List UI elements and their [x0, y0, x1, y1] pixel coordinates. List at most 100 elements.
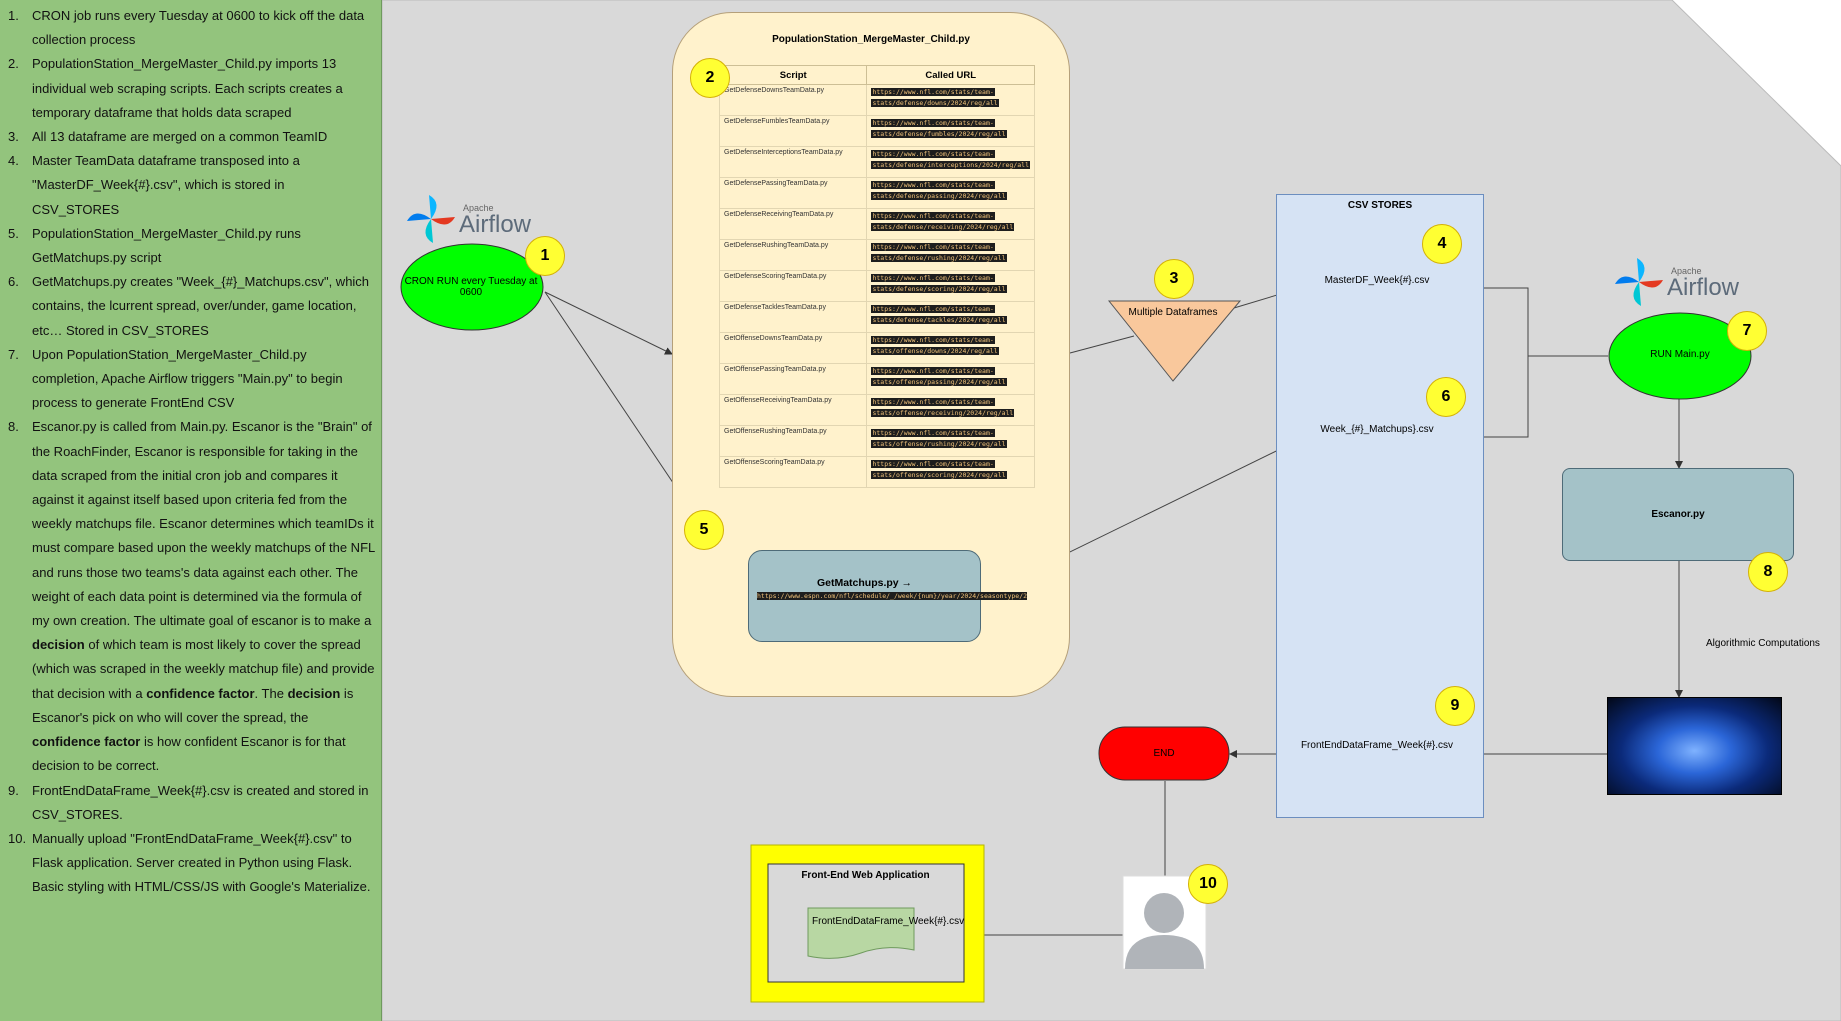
- multiple-dataframes-triangle: [1107, 300, 1242, 382]
- called-url-cell: https://www.nfl.com/stats/team-stats/off…: [866, 363, 1035, 395]
- step-8-part: of which team is most likely to cover th…: [32, 637, 375, 701]
- step-text: PopulationStation_MergeMaster_Child.py i…: [32, 56, 343, 120]
- called-url-cell: https://www.nfl.com/stats/team-stats/def…: [866, 84, 1035, 116]
- script-name-cell: GetOffensePassingTeamData.py: [718, 363, 868, 395]
- called-url-text: https://www.nfl.com/stats/team-stats/def…: [871, 305, 1007, 324]
- step-8-bold: confidence factor: [32, 734, 141, 750]
- step-badge-5: 5: [684, 510, 724, 550]
- masterdf-file-label: MasterDF_Week{#}.csv: [1324, 275, 1430, 286]
- matchups-file-label: Week_{#}_Matchups}.csv: [1320, 424, 1434, 435]
- run-main-label: RUN Main.py: [1650, 349, 1710, 360]
- step-text: Manually upload "FrontEndDataFrame_Week{…: [32, 830, 371, 895]
- airflow-name-text: Airflow: [459, 211, 532, 238]
- called-url-text: https://www.nfl.com/stats/team-stats/def…: [871, 88, 999, 107]
- airflow-apache-text: Apache: [1671, 266, 1702, 276]
- step-item: 8.Escanor.py is called from Main.py. Esc…: [8, 419, 375, 774]
- called-url-cell: https://www.nfl.com/stats/team-stats/def…: [866, 208, 1035, 240]
- airflow-logo-1-icon: [407, 195, 455, 243]
- airflow-logo-2-icon: [1615, 258, 1663, 306]
- script-name-cell: GetDefenseInterceptionsTeamData.py: [718, 146, 868, 178]
- airflow-apache-text: Apache: [463, 203, 494, 213]
- escanor-label: Escanor.py: [1651, 509, 1705, 520]
- step-8-text: Escanor.py is called from Main.py. Escan…: [32, 419, 375, 773]
- script-name-cell: GetDefenseReceivingTeamData.py: [718, 208, 868, 240]
- step-8-bold: decision: [287, 685, 341, 701]
- connector-cron-to-population: [544, 291, 673, 355]
- called-url-text: https://www.nfl.com/stats/team-stats/off…: [871, 367, 1007, 386]
- frontend-app-file-label: FrontEndDataFrame_Week{#}.csv: [812, 916, 965, 927]
- step-item: 9.FrontEndDataFrame_Week{#}.csv is creat…: [8, 782, 369, 822]
- run-main-ellipse: [1608, 312, 1752, 400]
- connector-population-to-dataframes: [1069, 335, 1135, 354]
- called-url-text: https://www.nfl.com/stats/team-stats/off…: [871, 398, 1015, 417]
- called-url-text: https://www.nfl.com/stats/team-stats/off…: [871, 336, 999, 355]
- called-url-cell: https://www.nfl.com/stats/team-stats/def…: [866, 146, 1035, 178]
- step-8-part: Escanor.py is called from Main.py. Escan…: [32, 419, 375, 629]
- step-badge-4: 4: [1422, 224, 1462, 264]
- step-item: 2.PopulationStation_MergeMaster_Child.py…: [8, 56, 343, 120]
- step-8-part: . The: [254, 685, 288, 701]
- step-badge-6: 6: [1426, 377, 1466, 417]
- step-text: PopulationStation_MergeMaster_Child.py r…: [32, 225, 301, 266]
- step-text: GetMatchups.py creates "Week_{#}_Matchup…: [32, 274, 370, 338]
- population-station-box: PopulationStation_MergeMaster_Child.py S…: [672, 12, 1070, 697]
- airflow-logo-2: Apache Airflow: [1663, 258, 1813, 318]
- step-item: 7.Upon PopulationStation_MergeMaster_Chi…: [8, 346, 343, 411]
- called-url-cell: https://www.nfl.com/stats/team-stats/def…: [866, 270, 1035, 302]
- step-item: 10.Manually upload "FrontEndDataFrame_We…: [8, 830, 371, 895]
- called-url-cell: https://www.nfl.com/stats/team-stats/off…: [866, 425, 1035, 457]
- script-name-cell: GetOffenseRushingTeamData.py: [718, 425, 868, 457]
- cron-ellipse: [400, 243, 544, 331]
- script-name-cell: GetDefenseDownsTeamData.py: [718, 84, 868, 116]
- getmatchups-url-text: https://www.espn.com/nfl/schedule/_/week…: [757, 592, 1028, 600]
- getmatchups-label: GetMatchups.py →: [816, 577, 913, 589]
- called-url-cell: https://www.nfl.com/stats/team-stats/def…: [866, 301, 1035, 333]
- called-url-text: https://www.nfl.com/stats/team-stats/off…: [871, 429, 1007, 448]
- called-url-text: https://www.nfl.com/stats/team-stats/def…: [871, 150, 1031, 169]
- script-name-cell: GetDefenseRushingTeamData.py: [718, 239, 868, 271]
- cron-label: CRON RUN every Tuesday at 0600: [404, 276, 538, 298]
- called-url-text: https://www.nfl.com/stats/team-stats/def…: [871, 119, 1007, 138]
- table-header-row: Script Called URL: [718, 65, 1035, 85]
- multiple-dataframes-label: Multiple Dataframes: [1128, 307, 1218, 318]
- script-name-cell: GetDefenseFumblesTeamData.py: [718, 115, 868, 147]
- step-badge-9: 9: [1435, 686, 1475, 726]
- step-item: 4.Master TeamData dataframe transposed i…: [8, 153, 300, 217]
- steps-list: 1.CRON job runs every Tuesday at 0600 to…: [6, 4, 375, 900]
- population-station-title: PopulationStation_MergeMaster_Child.py: [772, 34, 970, 45]
- script-name-cell: GetDefenseScoringTeamData.py: [718, 270, 868, 302]
- script-name-cell: GetDefensePassingTeamData.py: [718, 177, 868, 209]
- step-badge-7: 7: [1727, 311, 1767, 351]
- step-badge-3: 3: [1154, 259, 1194, 299]
- called-url-text: https://www.nfl.com/stats/team-stats/off…: [871, 460, 1007, 479]
- step-8-bold: decision: [32, 637, 85, 653]
- frontend-csv-file-label: FrontEndDataFrame_Week{#}.csv: [1300, 740, 1454, 751]
- frontend-file-document: [807, 907, 915, 959]
- column-header-script: Script: [718, 65, 868, 85]
- end-label: END: [1153, 748, 1175, 759]
- end-terminator: [1098, 726, 1230, 781]
- script-name-cell: GetOffenseScoringTeamData.py: [718, 456, 868, 488]
- step-badge-10: 10: [1188, 864, 1228, 904]
- step-item: 6.GetMatchups.py creates "Week_{#}_Match…: [8, 274, 370, 338]
- step-badge-2: 2: [690, 58, 730, 98]
- escanor-box: Escanor.py: [1562, 468, 1794, 561]
- script-name-cell: GetOffenseReceivingTeamData.py: [718, 394, 868, 426]
- csv-stores-title: CSV STORES: [1347, 200, 1413, 211]
- step-item: 1.CRON job runs every Tuesday at 0600 to…: [8, 8, 365, 48]
- step-text: Master TeamData dataframe transposed int…: [32, 153, 300, 217]
- script-name-cell: GetDefenseTacklesTeamData.py: [718, 301, 868, 333]
- called-url-cell: https://www.nfl.com/stats/team-stats/off…: [866, 394, 1035, 426]
- algorithmic-computations-label: Algorithmic Computations: [1706, 638, 1820, 649]
